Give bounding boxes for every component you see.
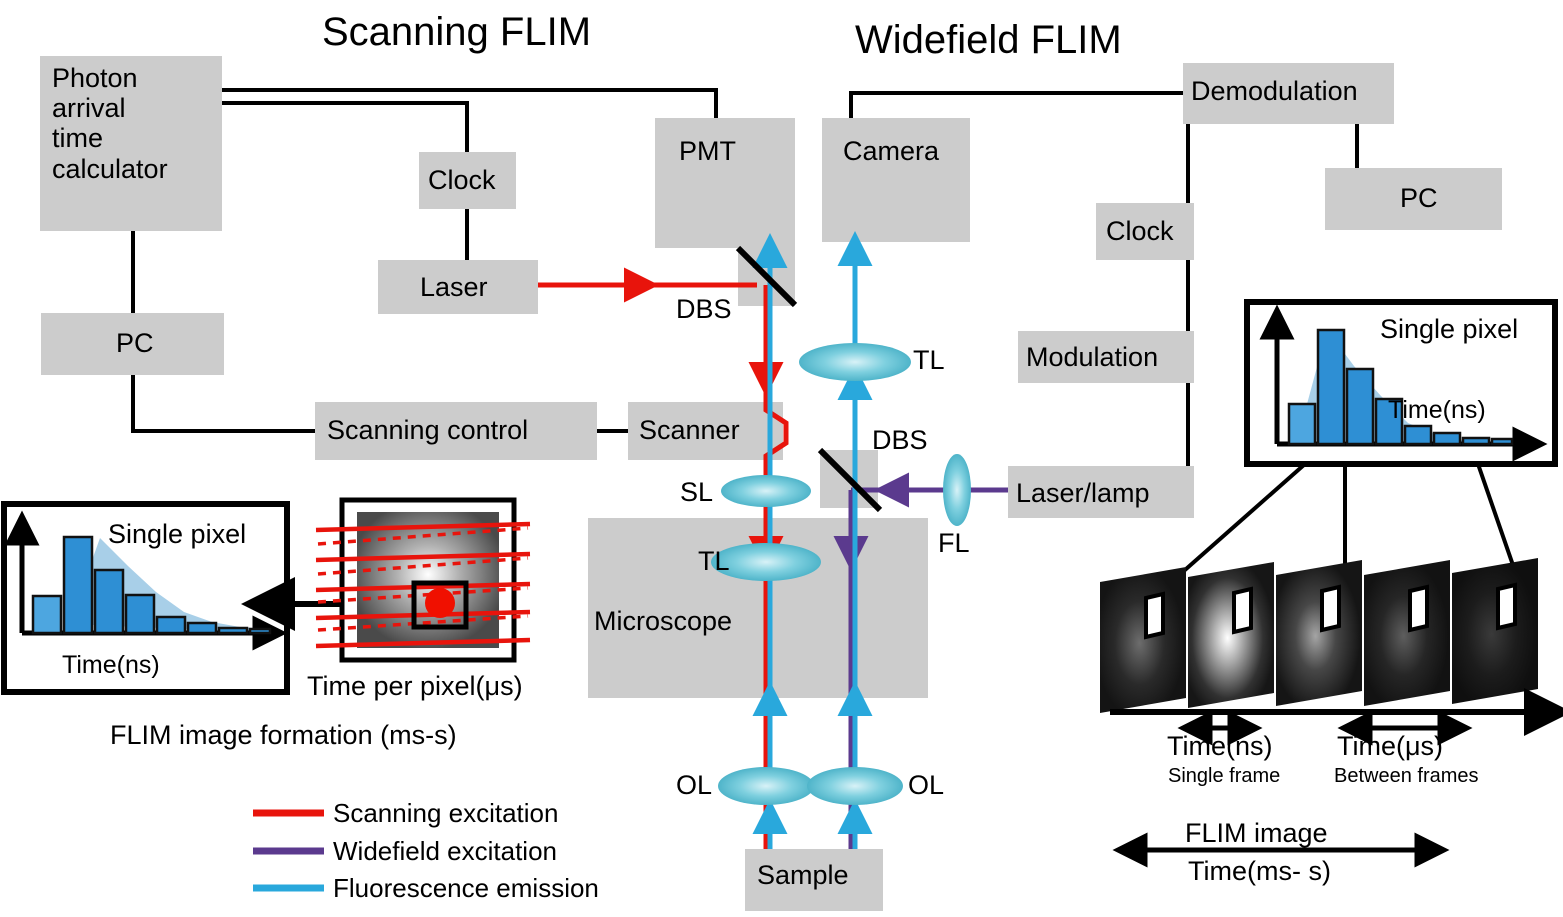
caption-between-frames: Between frames (1334, 765, 1479, 787)
lens-ol-right (807, 767, 903, 805)
box-photon-calculator (40, 56, 222, 231)
right-inset-bars (1287, 328, 1514, 446)
box-scanner (628, 402, 783, 460)
title-scanning-flim: Scanning FLIM (322, 10, 592, 54)
dbs-left-mirror (735, 245, 798, 308)
beam-scanner-zigzag (763, 400, 789, 518)
wire-camera-demodulation (849, 91, 1183, 118)
label-ol-right: OL (908, 770, 945, 800)
lens-group (711, 343, 971, 805)
lens-ol-left (718, 767, 814, 805)
lens-tl-lower (711, 543, 821, 581)
wire-group (131, 88, 1359, 466)
left-inset-bars (31, 535, 272, 635)
box-pc-left (41, 313, 224, 375)
box-pmt (655, 118, 795, 248)
label-clock-left: Clock (428, 165, 496, 195)
box-demodulation (1183, 63, 1394, 124)
label-pc-left: PC (116, 328, 154, 358)
caption-flim-image: FLIM image (1185, 818, 1328, 848)
dichroic-group (735, 245, 883, 513)
label-tl-upper: TL (913, 345, 945, 375)
frame-1 (1100, 567, 1186, 713)
label-scanner: Scanner (639, 415, 740, 445)
raster-scan-image (315, 497, 531, 663)
label-photon-calculator: Photon arrival time calculator (52, 63, 168, 184)
legend-label-emission: Fluorescence emission (333, 873, 599, 903)
left-inset-title: Single pixel (108, 519, 247, 549)
title-widefield-flim: Widefield FLIM (855, 18, 1122, 62)
label-dbs-right: DBS (872, 425, 928, 455)
label-pmt: PMT (679, 136, 736, 166)
box-laser-left (378, 260, 538, 314)
frame-3 (1276, 560, 1362, 706)
box-clock-right (1096, 203, 1194, 260)
frame-2 (1188, 562, 1274, 708)
label-microscope: Microscope (594, 606, 733, 636)
caption-time-ms-s: Time(ms- s) (1188, 856, 1331, 886)
label-pc-right: PC (1400, 183, 1438, 213)
label-dbs-left: DBS (676, 294, 732, 324)
frame-5 (1452, 558, 1538, 704)
label-sl: SL (680, 477, 714, 507)
legend-label-widefield: Widefield excitation (333, 836, 557, 866)
box-clock-left (419, 152, 516, 209)
dbs-right-mirror (817, 447, 883, 513)
label-modulation: Modulation (1026, 342, 1159, 372)
raster-lines-solid (315, 521, 531, 649)
label-camera: Camera (843, 136, 940, 166)
label-demodulation: Demodulation (1191, 76, 1358, 106)
right-timeline-arrows (1110, 688, 1563, 868)
left-inset-chart (1, 501, 350, 695)
right-inset-xlabel: Time(ns) (1388, 396, 1486, 424)
left-inset-xlabel: Time(ns) (62, 651, 160, 679)
box-modulation (1018, 331, 1194, 383)
legend-swatches (253, 809, 324, 892)
label-tl-lower: TL (698, 546, 730, 576)
lens-sl (721, 475, 811, 507)
label-fl: FL (938, 528, 970, 558)
caption-time-us: Time(μs) (1337, 731, 1444, 761)
lens-fl (943, 454, 971, 526)
label-sample: Sample (757, 860, 849, 890)
raster-pixel-dot (425, 588, 455, 618)
frame-sequence (1100, 558, 1538, 713)
component-boxes (40, 56, 1502, 911)
caption-time-ns: Time(ns) (1167, 731, 1273, 761)
raster-pixel-box (411, 580, 469, 630)
wire-photoncalc-pmt (222, 88, 718, 118)
caption-image-formation: FLIM image formation (ms-s) (110, 720, 457, 750)
wire-pc-scanningcontrol (131, 375, 315, 433)
lens-tl-upper (799, 343, 911, 381)
frame-4 (1364, 560, 1450, 706)
box-laser-lamp (1008, 466, 1194, 518)
caption-time-per-pixel: Time per pixel(μs) (307, 671, 523, 701)
label-scanning-control: Scanning control (327, 415, 529, 445)
box-scanning-control (315, 402, 597, 460)
label-clock-right: Clock (1106, 216, 1174, 246)
label-laser-lamp: Laser/lamp (1016, 478, 1150, 508)
wire-photoncalc-clock (222, 101, 469, 152)
box-pc-right (1325, 168, 1502, 230)
box-camera (822, 118, 970, 242)
right-inset-chart (1158, 299, 1558, 601)
label-laser-left: Laser (420, 272, 488, 302)
legend-label-scanning: Scanning excitation (333, 798, 559, 828)
label-ol-left: OL (676, 770, 713, 800)
box-sample (745, 849, 883, 911)
raster-lines-dashed (317, 526, 529, 632)
caption-single-frame: Single frame (1168, 765, 1281, 787)
right-inset-title: Single pixel (1380, 314, 1519, 344)
